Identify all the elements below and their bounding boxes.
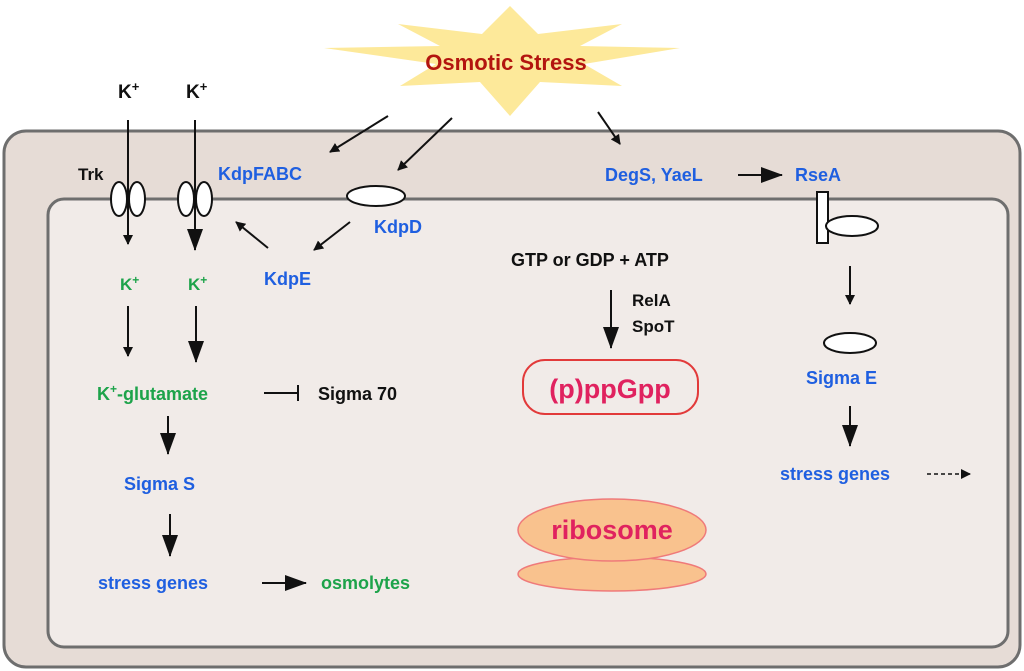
arrow-stress-to-kdpd [397,117,453,171]
rela-label: RelA [632,291,671,310]
osmotic-stress-title: Osmotic Stress [425,50,586,75]
rsea-anchor [816,191,829,244]
ribosome-small-subunit [517,556,707,592]
arrow-kdpd-to-kdpe [313,221,351,251]
gtp-label: GTP or GDP + ATP [511,250,669,270]
kdpe-label: KdpE [264,269,311,289]
kdpd-label: KdpD [374,217,422,237]
trk-channel [110,181,146,217]
osmolytes-label: osmolytes [321,573,410,593]
trk-label: Trk [78,165,104,184]
spot-label: SpoT [632,317,675,336]
arrow-stress-to-kdpfabc [329,115,389,153]
stress-genes-right-label: stress genes [780,464,890,484]
k-glutamate-label: K+-glutamate [97,382,208,404]
inner-membrane [46,197,1010,649]
k-plus-inside-left: K+ [120,273,139,294]
stress-genes-left-label: stress genes [98,573,208,593]
sigma-e-label: Sigma E [806,368,877,388]
arrow-kdpe-to-kdpfabc [235,221,269,249]
ribosome-label: ribosome [551,515,673,545]
k-plus-inside-right: K+ [188,273,207,294]
rsea-label: RseA [795,165,841,185]
k-plus-outside-right: K+ [186,79,208,103]
kdpfabc-channel [177,181,213,217]
inhibition-sigma70 [264,385,299,401]
k-plus-outside-left: K+ [118,79,140,103]
ppgpp-box [522,359,699,415]
sigma-s-label: Sigma S [124,474,195,494]
degs-yael-label: DegS, YaeL [605,165,703,185]
kdpd-sensor [346,185,406,207]
ribosome-large-subunit [517,498,707,562]
kdpfabc-label: KdpFABC [218,164,302,184]
osmotic-stress-burst [324,6,680,116]
sigma-e-free [823,332,877,354]
sigma70-label: Sigma 70 [318,384,397,404]
ppgpp-label: (p)ppGpp [549,374,670,404]
rsea-bound-sigma-e [825,215,879,237]
arrow-stress-to-degs [597,111,621,145]
